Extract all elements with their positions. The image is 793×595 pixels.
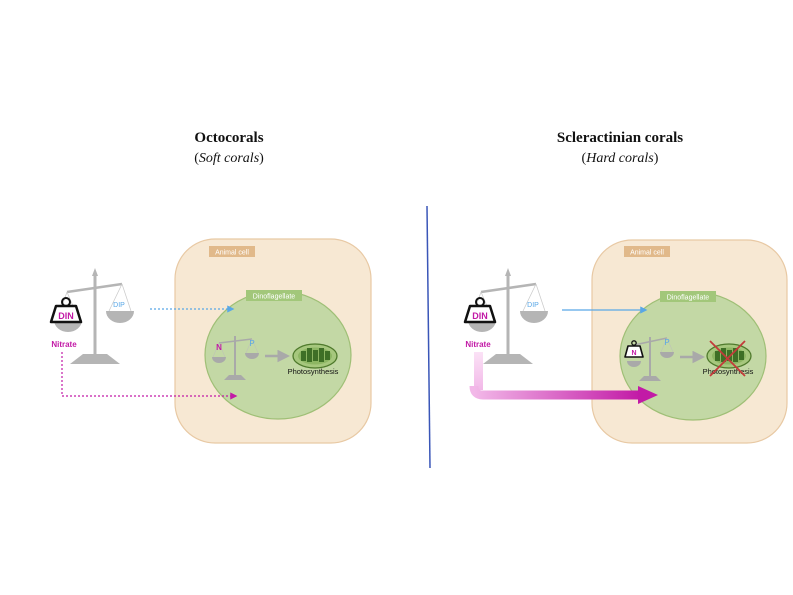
left-dinoflagellate-tag	[246, 290, 302, 301]
right-subtitle: (Hard corals)	[581, 151, 659, 166]
left-title-block: Octocorals (Soft corals)	[99, 130, 359, 167]
left-p-label: P	[249, 339, 254, 348]
left-nitrate-arrow	[61, 352, 238, 400]
left-chloroplast-icon	[292, 343, 338, 369]
left-np-scale-icon	[212, 336, 259, 380]
right-title-block: Scleractinian corals (Hard corals)	[490, 130, 750, 167]
right-dinoflagellate-label: Dinoflagellate	[667, 295, 710, 302]
right-nitrate-label: Nitrate	[465, 340, 491, 349]
right-dinoflagellate-tag	[660, 291, 716, 302]
left-dip-label: DIP	[113, 302, 125, 309]
left-dinoflagellate-label: Dinoflagellate	[253, 294, 296, 301]
left-n-label: N	[216, 343, 222, 352]
right-dip-label: DIP	[527, 302, 539, 309]
left-animal-cell-label: Animal cell	[215, 250, 249, 257]
right-din-dip-scale-icon	[468, 268, 548, 364]
right-subtitle-italic: Hard corals	[586, 151, 654, 166]
left-nitrate-label: Nitrate	[51, 340, 77, 349]
right-inhibition-cross-icon	[709, 340, 746, 377]
left-process-label: Photosynthesis	[288, 367, 339, 376]
left-subtitle-italic: Soft corals	[198, 151, 260, 166]
left-din-weight-icon	[49, 297, 83, 324]
left-din-label: DIN	[58, 311, 74, 321]
right-din-label: DIN	[472, 311, 488, 321]
right-animal-cell-label: Animal cell	[630, 250, 664, 257]
left-title: Octocorals	[194, 130, 264, 146]
right-n-label: N	[631, 350, 636, 357]
left-subtitle: (Soft corals)	[194, 151, 264, 166]
right-n-weight-icon	[624, 340, 644, 358]
right-np-scale-icon	[627, 337, 674, 381]
left-animal-cell-tag	[209, 246, 255, 257]
left-panel: Animal cell Dinoflagellate	[49, 238, 372, 444]
right-nitrate-flux-arrow	[469, 352, 658, 404]
right-panel: Animal cell Dinoflagellate	[463, 239, 788, 444]
right-p-label: P	[664, 338, 669, 347]
right-din-weight-icon	[463, 297, 497, 324]
right-animal-cell-tag	[624, 246, 670, 257]
right-process-label: Photosynthesis	[703, 367, 754, 376]
panel-divider	[426, 205, 431, 469]
right-title: Scleractinian corals	[556, 130, 684, 146]
